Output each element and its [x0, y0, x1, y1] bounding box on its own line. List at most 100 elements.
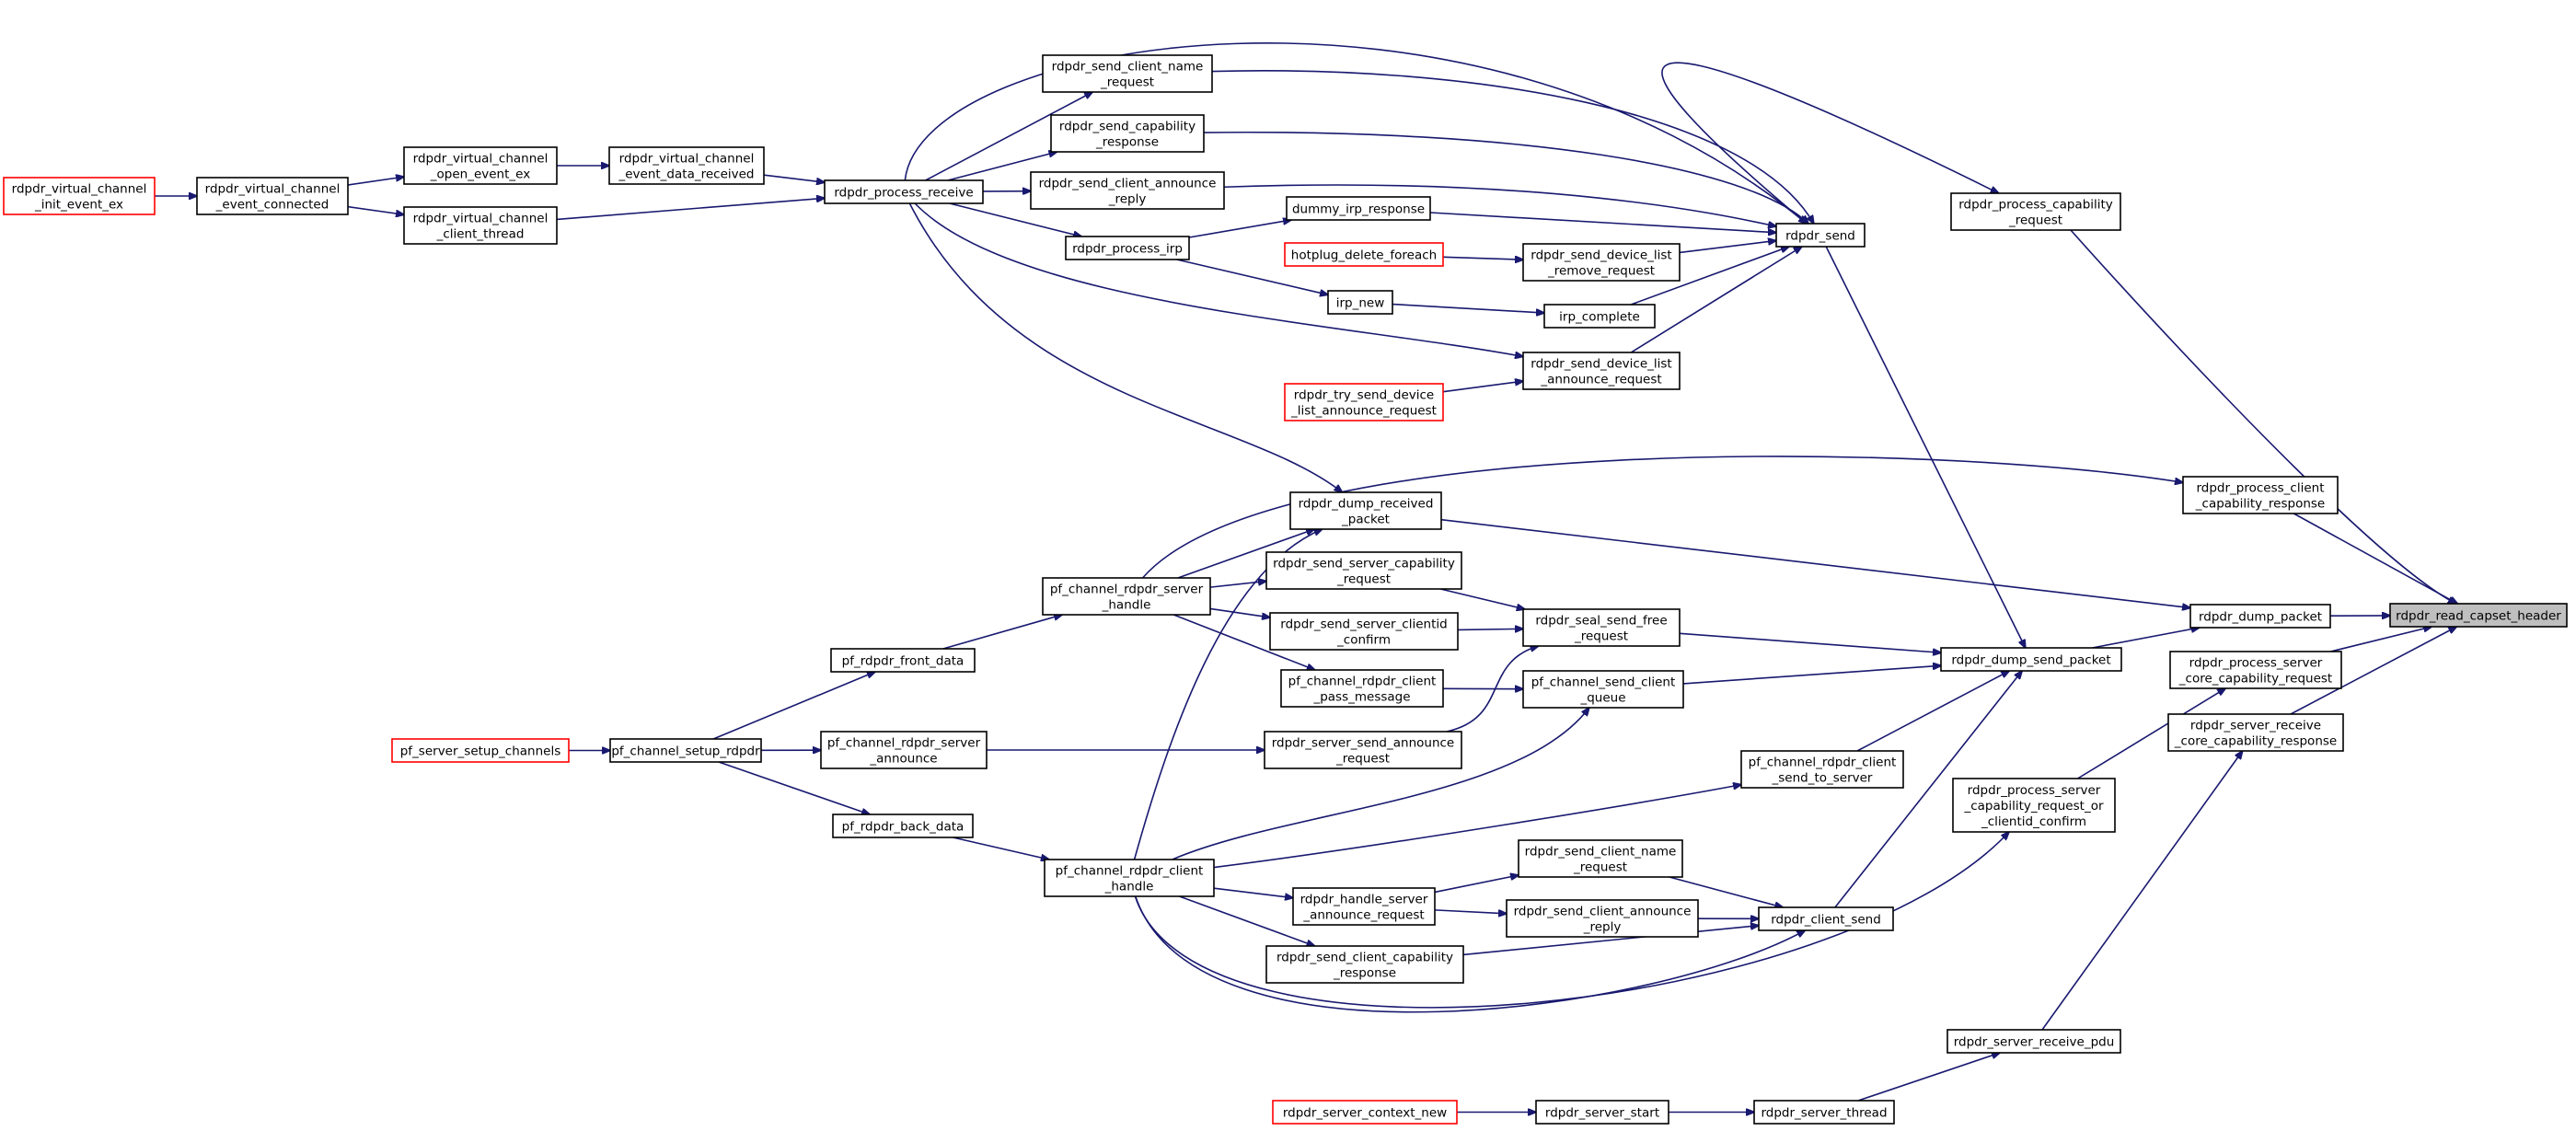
node-hotplug-delete-foreach[interactable]: hotplug_delete_foreach: [1284, 242, 1444, 267]
node-label: pf_server_setup_channels: [400, 744, 561, 759]
node-box: [1265, 945, 1464, 984]
edge-path: [1209, 607, 1270, 617]
node-pf-channel-send-client-queue[interactable]: pf_channel_send_client_queue: [1522, 670, 1684, 709]
node-root[interactable]: rdpdr_read_capset_header: [2389, 603, 2568, 628]
node-send-server-capability-request[interactable]: rdpdr_send_server_capability_request: [1265, 551, 1462, 590]
edge-send-client-capability-response-to-client-send: [1462, 926, 1759, 956]
node-pf-channel-rdpdr-client-handle[interactable]: pf_channel_rdpdr_client_handle: [1044, 859, 1215, 897]
edge-path: [1834, 671, 2022, 908]
node-server-receive-pdu[interactable]: rdpdr_server_receive_pdu: [1946, 1029, 2121, 1054]
node-label: _open_event_ex: [430, 167, 530, 182]
node-label: _handle: [1102, 598, 1151, 613]
edge-path: [1213, 785, 1741, 869]
edge-pf-channel-rdpdr-client-handle-to-pf-channel-rdpdr-client-send-to-server: [1213, 785, 1741, 869]
node-vc-open-event-ex[interactable]: rdpdr_virtual_channel_open_event_ex: [403, 146, 558, 185]
node-send-device-list-remove-request[interactable]: rdpdr_send_device_list_remove_request: [1522, 243, 1681, 282]
node-box: [1042, 577, 1211, 616]
node-dump-received-packet[interactable]: rdpdr_dump_received_packet: [1289, 491, 1442, 530]
edge-path: [1179, 895, 1314, 946]
node-send-client-capability-response[interactable]: rdpdr_send_client_capability_response: [1265, 945, 1464, 984]
node-send-server-clientid-confirm[interactable]: rdpdr_send_server_clientid_confirm: [1269, 612, 1459, 651]
edge-path: [947, 152, 1057, 181]
node-dump-send-packet[interactable]: rdpdr_dump_send_packet: [1940, 647, 2122, 672]
node-server-start[interactable]: rdpdr_server_start: [1535, 1100, 1669, 1125]
node-server-receive-core-capability-response[interactable]: rdpdr_server_receive_core_capability_res…: [2167, 713, 2344, 752]
node-label: rdpdr_send_device_list: [1531, 357, 1671, 372]
node-send-client-name-request-a[interactable]: rdpdr_send_client_name_request: [1042, 54, 1213, 93]
node-label: pf_channel_setup_rdpdr: [611, 744, 760, 759]
node-process-server-capability-request-or-clientid-confirm[interactable]: rdpdr_process_server_capability_request_…: [1952, 778, 2116, 833]
edge-path: [1442, 257, 1523, 260]
node-server-send-announce-request[interactable]: rdpdr_server_send_announce_request: [1264, 731, 1462, 769]
node-process-receive[interactable]: rdpdr_process_receive: [824, 179, 984, 204]
node-vc-client-thread[interactable]: rdpdr_virtual_channel_client_thread: [403, 206, 558, 245]
node-label: rdpdr_handle_server: [1300, 893, 1428, 907]
node-label: rdpdr_send_client_announce: [1514, 905, 1692, 919]
node-label: rdpdr_process_server: [1968, 783, 2101, 798]
node-send-client-announce-reply-b[interactable]: rdpdr_send_client_announce_reply: [1506, 899, 1699, 938]
node-process-capability-request[interactable]: rdpdr_process_capability_request: [1950, 192, 2121, 231]
edge-path: [1440, 588, 1525, 609]
node-vc-init-event-ex[interactable]: rdpdr_virtual_channel_init_event_ex: [3, 177, 156, 215]
node-label: _request: [2008, 214, 2062, 228]
node-send-client-name-request-b[interactable]: rdpdr_send_client_name_request: [1518, 839, 1683, 878]
node-server-context-new[interactable]: rdpdr_server_context_new: [1272, 1100, 1458, 1125]
node-vc-event-data-received[interactable]: rdpdr_virtual_channel_event_data_receive…: [608, 146, 765, 185]
node-send-client-announce-reply-a[interactable]: rdpdr_send_client_announce_reply: [1030, 171, 1225, 210]
edge-path: [1223, 184, 1776, 226]
node-server-thread[interactable]: rdpdr_server_thread: [1753, 1100, 1895, 1125]
node-send-capability-response[interactable]: rdpdr_send_capability_response: [1050, 114, 1205, 153]
node-label: rdpdr_process_irp: [1072, 242, 1183, 257]
node-handle-server-announce-request[interactable]: rdpdr_handle_server_announce_request: [1292, 887, 1436, 926]
node-process-irp[interactable]: rdpdr_process_irp: [1065, 236, 1190, 260]
node-rdpdr-send[interactable]: rdpdr_send: [1775, 223, 1866, 248]
edge-path: [1211, 70, 1814, 224]
node-vc-event-connected[interactable]: rdpdr_virtual_channel_event_connected: [196, 177, 349, 215]
edge-process-receive-to-dump-received-packet: [908, 202, 1342, 492]
edge-path: [2077, 688, 2226, 779]
node-pf-rdpdr-back-data[interactable]: pf_rdpdr_back_data: [832, 814, 974, 838]
node-send-device-list-announce-request[interactable]: rdpdr_send_device_list_announce_request: [1522, 352, 1681, 390]
edge-path: [718, 761, 870, 814]
edge-pf-channel-rdpdr-server-handle-to-process-client-capability-response: [1141, 456, 2183, 579]
node-label: rdpdr_read_capset_header: [2396, 609, 2561, 624]
node-pf-rdpdr-front-data[interactable]: pf_rdpdr_front_data: [830, 648, 976, 673]
edge-path: [1188, 220, 1291, 238]
edge-path: [1141, 456, 2183, 579]
edge-path: [2330, 627, 2432, 652]
edge-path: [2293, 513, 2457, 604]
node-pf-channel-rdpdr-server-announce[interactable]: pf_channel_rdpdr_server_announce: [820, 731, 988, 769]
node-label: _announce: [869, 752, 937, 767]
node-pf-channel-rdpdr-client-send-to-server[interactable]: pf_channel_rdpdr_client_send_to_server: [1740, 750, 1904, 789]
node-seal-send-free-request[interactable]: rdpdr_seal_send_free_request: [1522, 608, 1681, 647]
node-box: [1044, 859, 1215, 897]
node-try-send-device-list-announce-request[interactable]: rdpdr_try_send_device_list_announce_requ…: [1284, 383, 1444, 421]
node-irp-new[interactable]: irp_new: [1327, 290, 1393, 315]
node-pf-channel-setup-rdpdr[interactable]: pf_channel_setup_rdpdr: [609, 738, 762, 763]
node-box: [608, 146, 765, 185]
edge-handle-server-announce-request-to-send-client-name-request-b: [1434, 875, 1519, 894]
edge-pf-channel-rdpdr-server-handle-to-send-server-capability-request: [1209, 582, 1266, 588]
node-process-server-core-capability-request[interactable]: rdpdr_process_server_core_capability_req…: [2169, 651, 2342, 689]
node-client-send[interactable]: rdpdr_client_send: [1758, 906, 1894, 931]
node-dummy-irp-response[interactable]: dummy_irp_response: [1286, 196, 1431, 221]
node-dump-packet[interactable]: rdpdr_dump_packet: [2189, 604, 2331, 629]
node-label: _packet: [1341, 513, 1390, 527]
edge-send-client-announce-reply-a-to-rdpdr-send: [1223, 184, 1776, 226]
node-box: [391, 738, 570, 763]
node-pf-channel-rdpdr-server-handle[interactable]: pf_channel_rdpdr_server_handle: [1042, 577, 1211, 616]
node-label: pf_rdpdr_front_data: [842, 654, 965, 669]
node-label: pf_channel_send_client: [1531, 675, 1676, 690]
edge-process-client-capability-response-to-root: [2293, 513, 2457, 604]
node-pf-channel-rdpdr-client-pass-message[interactable]: pf_channel_rdpdr_client_pass_message: [1280, 669, 1444, 708]
node-label: pf_channel_rdpdr_client: [1056, 864, 1204, 879]
node-process-client-capability-response[interactable]: rdpdr_process_client_capability_response: [2182, 476, 2339, 514]
edge-process-irp-to-irp-new: [1176, 259, 1328, 294]
node-irp-complete[interactable]: irp_complete: [1543, 304, 1656, 329]
node-box: [1535, 1100, 1669, 1125]
node-pf-server-setup-channels[interactable]: pf_server_setup_channels: [391, 738, 570, 763]
edge-path: [1682, 665, 1941, 685]
node-label: _send_to_server: [1771, 771, 1872, 786]
node-label: rdpdr_send_server_clientid: [1280, 617, 1447, 632]
edge-path: [1630, 247, 1802, 353]
